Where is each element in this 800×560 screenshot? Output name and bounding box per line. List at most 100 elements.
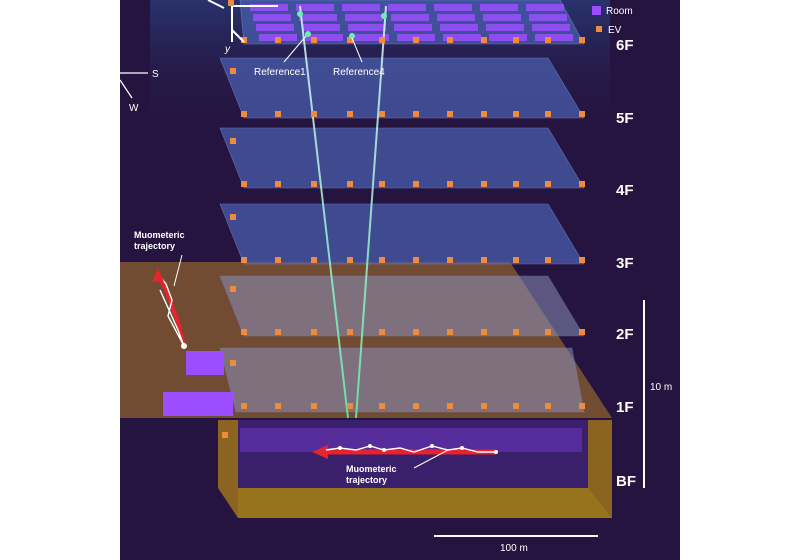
elevator-marker [347,181,353,187]
axis-gizmo [207,0,278,43]
ground-trajectory-label-1: Muometeric [134,230,185,240]
scale-bars [434,300,645,537]
top-room [342,4,380,11]
basement-trajectory-arrow [312,445,328,459]
top-room [296,4,334,11]
basement-room [240,428,582,452]
top-room [345,14,383,21]
floor-plate [219,203,585,265]
top-room [256,24,294,31]
basement-trajectory-label-2: trajectory [346,475,387,485]
elevator-marker [275,111,281,117]
basement-right-wall [588,420,612,518]
elevator-marker [579,37,585,43]
elevator-marker [230,214,236,220]
elevator-marker [579,403,585,409]
legend-room-swatch [592,6,601,15]
basement-left-wall [218,420,238,518]
elevator-marker [545,257,551,263]
elevator-marker [241,257,247,263]
elevator-marker [311,329,317,335]
muon-track [299,5,349,419]
top-room [394,24,432,31]
axis-origin-marker [228,0,234,6]
elevator-marker [579,181,585,187]
ground-trajectory-label-2: trajectory [134,241,175,251]
elevator-markers [222,37,585,438]
elevator-marker [311,111,317,117]
legend-ev-swatch [596,26,602,32]
top-room [351,34,389,41]
top-room [437,14,475,21]
elevator-marker [513,403,519,409]
reference4-pointer [351,37,363,63]
floor-label-3f: 3F [616,255,634,272]
elevator-marker [241,37,247,43]
elevator-marker [481,181,487,187]
elevator-marker [481,403,487,409]
ground-trajectory-path [157,273,185,347]
top-room [305,34,343,41]
elevator-marker [447,257,453,263]
top-room [443,34,481,41]
elevator-marker [311,181,317,187]
elevator-marker [447,111,453,117]
basement-trajectory-label-1: Muometeric [346,464,397,474]
legend-room-label: Room [606,6,633,17]
top-room [302,24,340,31]
vertical-scale-label: 10 m [650,382,672,393]
floor-plate [219,275,585,337]
elevator-marker [545,37,551,43]
top-room [391,14,429,21]
legend-ev-label: EV [608,25,622,36]
elevator-marker [241,111,247,117]
axis-y-line [231,29,245,43]
elevator-marker [311,37,317,43]
elevator-marker [347,37,353,43]
elevator-marker [545,329,551,335]
elevator-marker [413,181,419,187]
elevator-marker [413,329,419,335]
basement [218,420,612,518]
elevator-marker [230,68,236,74]
horizontal-scale-label: 100 m [500,543,528,554]
elevator-marker [347,329,353,335]
elevator-marker [347,111,353,117]
elevator-marker [481,257,487,263]
floor-label-1f: 1F [616,399,634,416]
elevator-marker [545,111,551,117]
elevator-marker [379,111,385,117]
ground-trajectory-line [156,273,186,347]
elevator-marker [481,111,487,117]
floor-label-2f: 2F [616,326,634,343]
floor-label-6f: 6F [616,37,634,54]
elevator-marker [241,329,247,335]
elevator-marker [413,257,419,263]
top-room [480,4,518,11]
top-room [440,24,478,31]
elevator-marker [413,37,419,43]
elevator-marker [579,111,585,117]
elevator-marker [222,432,228,438]
elevator-marker [379,403,385,409]
top-room [532,24,570,31]
reference-marker-1 [297,11,303,17]
floor-plate [219,127,585,189]
elevator-marker [481,37,487,43]
elevator-marker [447,181,453,187]
muon-track [355,5,387,419]
elevator-marker [513,329,519,335]
elevator-marker [275,403,281,409]
ground-trajectory-end [181,343,187,349]
elevator-marker [379,257,385,263]
elevator-marker [513,111,519,117]
elevator-marker [230,360,236,366]
top-room [388,4,426,11]
basement-trajectory-pointer [413,449,449,469]
reference-marker-4 [381,13,387,19]
ground-trajectory-pointer [173,254,183,287]
basement-front-wall [238,488,612,518]
elevator-marker [413,111,419,117]
reference4-label: Reference4 [333,67,385,78]
